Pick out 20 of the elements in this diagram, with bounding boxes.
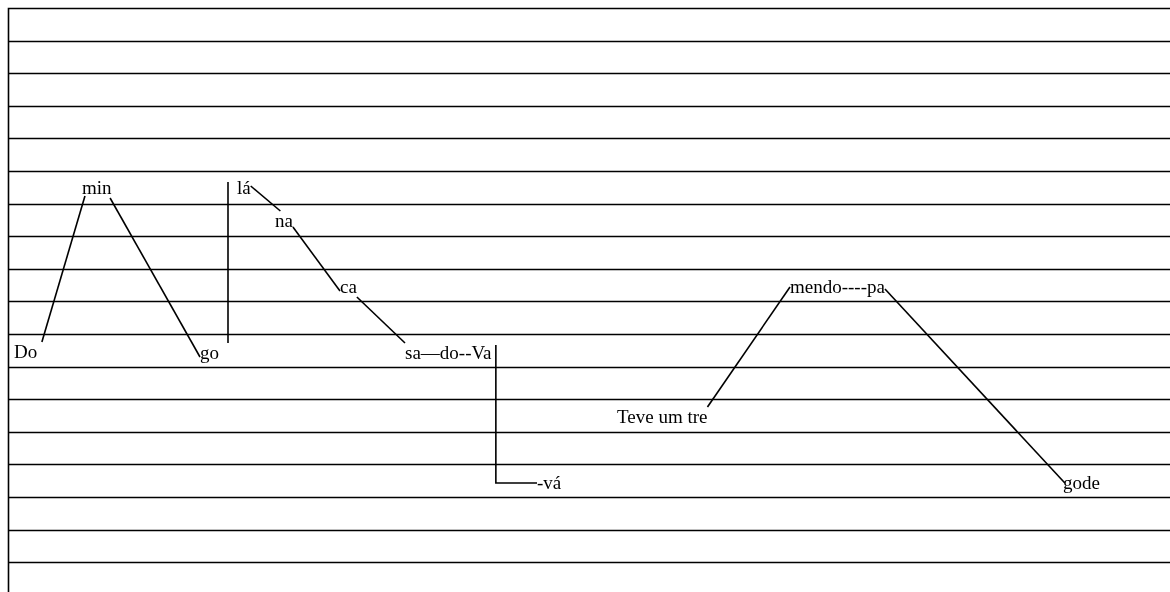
syllable-text: -vá bbox=[537, 473, 562, 493]
syllable-text: gode bbox=[1063, 473, 1100, 493]
syllable-text: sa—do--Va bbox=[405, 343, 492, 363]
connector-line bbox=[41, 195, 86, 343]
syllable-text: ca bbox=[340, 277, 357, 297]
connector-line bbox=[495, 344, 538, 484]
syllable-text: Teve um tre bbox=[617, 407, 708, 427]
connector-line bbox=[292, 226, 341, 292]
syllable-text: mendo----pa bbox=[790, 277, 885, 297]
connector-line bbox=[109, 197, 201, 358]
connector-line bbox=[227, 181, 229, 344]
connector-line bbox=[356, 296, 406, 344]
connector-line bbox=[884, 288, 1066, 484]
connector-line bbox=[706, 286, 791, 408]
syllable-text: lá bbox=[237, 178, 251, 198]
syllable-text: Do bbox=[14, 342, 38, 362]
syllable-text: go bbox=[200, 343, 219, 363]
syllable-text: min bbox=[82, 178, 112, 198]
connector-line bbox=[249, 185, 282, 212]
syllable-text: na bbox=[275, 211, 293, 231]
